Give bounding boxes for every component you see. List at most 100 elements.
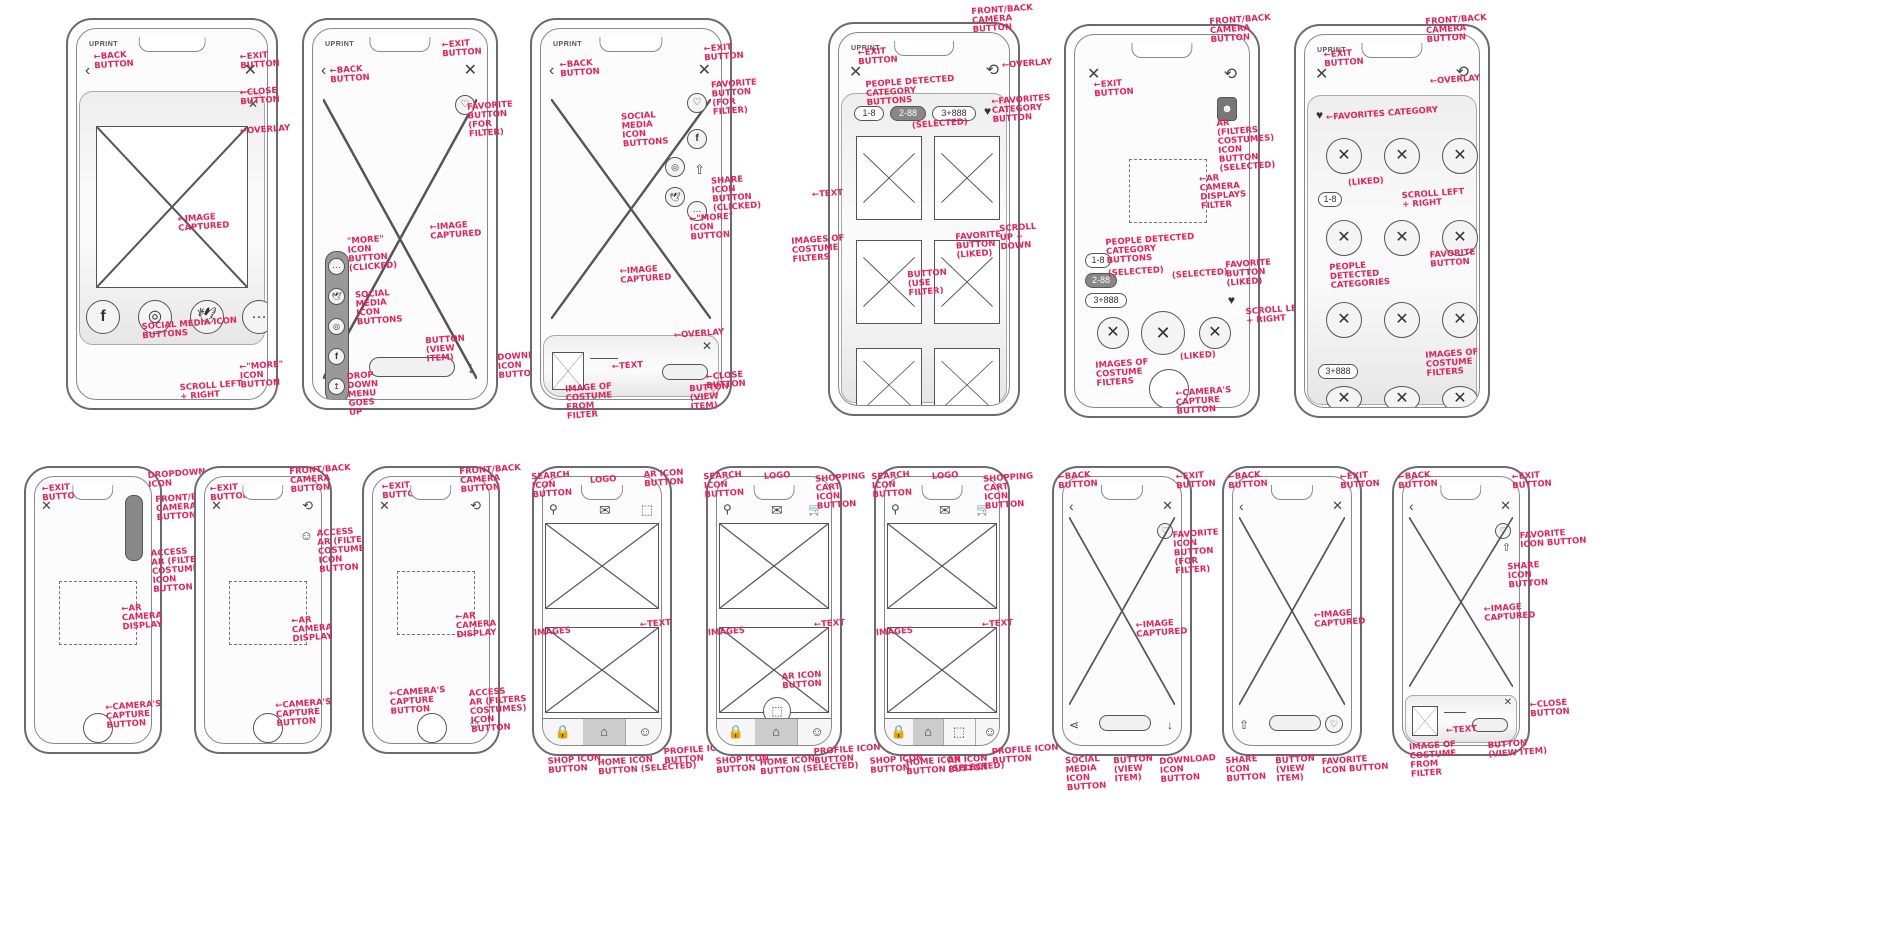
facebook-icon[interactable]: f xyxy=(328,348,345,365)
favorites-category-icon[interactable]: ♥ xyxy=(1316,108,1324,122)
close-icon[interactable]: ✕ xyxy=(1315,66,1329,83)
back-arrow-icon[interactable]: ‹ xyxy=(85,62,91,79)
close-icon[interactable]: ✕ xyxy=(1500,498,1511,513)
category-button-3[interactable]: 3+888 xyxy=(1318,364,1358,379)
twitter-icon-button[interactable]: 🕊 xyxy=(190,300,224,334)
costume-filter-option[interactable]: ✕ xyxy=(1442,138,1478,174)
close-icon[interactable]: ✕ xyxy=(1332,498,1343,513)
front-back-camera-icon[interactable]: ⟲ xyxy=(470,498,481,513)
more-dots-icon-button[interactable]: … xyxy=(242,300,267,334)
costume-filter-option[interactable]: ✕ xyxy=(1442,220,1478,256)
category-button-2-selected[interactable]: 2-88 xyxy=(890,106,926,121)
social-dropdown-menu[interactable]: … 🕊 ◎ f ↥ xyxy=(325,251,349,399)
close-icon[interactable]: ✕ xyxy=(247,97,258,111)
home-icon-selected[interactable]: ⌂ xyxy=(755,719,798,745)
close-icon[interactable]: ✕ xyxy=(379,498,390,513)
heart-icon-button[interactable]: ♡ xyxy=(455,95,475,115)
heart-icon-button[interactable]: ♡ xyxy=(1325,715,1343,733)
front-back-camera-icon[interactable]: ⟲ xyxy=(985,62,999,79)
costume-filter-option[interactable]: ✕ xyxy=(1326,302,1362,338)
home-icon-selected[interactable]: ⌂ xyxy=(913,719,944,745)
more-dots-icon-button[interactable]: … xyxy=(687,201,707,221)
category-button-2-selected[interactable]: 2-88 xyxy=(1085,273,1117,288)
ar-cube-icon[interactable]: ⬚ xyxy=(943,719,976,745)
costume-filter-option[interactable]: ✕ xyxy=(1326,138,1362,174)
costume-mask-icon[interactable]: ☺ xyxy=(467,716,481,731)
search-icon[interactable]: ⚲ xyxy=(723,502,732,516)
camera-capture-button[interactable] xyxy=(253,713,283,743)
costume-filter-tile[interactable] xyxy=(856,348,922,405)
back-arrow-icon[interactable]: ‹ xyxy=(549,62,555,79)
dropdown-menu[interactable] xyxy=(125,495,143,561)
heart-icon-button[interactable]: ♡ xyxy=(687,93,707,113)
download-arrow-icon[interactable]: ↓ xyxy=(467,360,475,377)
costume-mask-icon[interactable]: ☺ xyxy=(299,528,313,543)
close-icon[interactable]: ✕ xyxy=(211,498,222,513)
share-icon[interactable]: ⇧ xyxy=(1239,718,1250,732)
category-button-1[interactable]: 1-8 xyxy=(854,106,884,121)
back-arrow-icon[interactable]: ‹ xyxy=(321,62,327,79)
camera-capture-button[interactable] xyxy=(1149,369,1189,407)
view-item-button[interactable] xyxy=(1472,718,1508,732)
back-arrow-icon[interactable]: ‹ xyxy=(1409,498,1414,514)
share-icon[interactable]: ⋖ xyxy=(1069,718,1080,732)
shop-cart-icon[interactable]: 🛒 xyxy=(976,502,991,516)
costume-filter-option[interactable]: ✕ xyxy=(1384,220,1420,256)
share-icon[interactable]: ⇧ xyxy=(694,162,705,177)
shop-bag-icon[interactable]: 🔒 xyxy=(885,719,914,745)
shop-bag-icon[interactable]: 🔒 xyxy=(717,719,756,745)
search-icon[interactable]: ⚲ xyxy=(891,502,900,516)
category-button-1[interactable]: 1-8 xyxy=(1085,253,1111,268)
close-icon[interactable]: ✕ xyxy=(463,62,477,79)
costume-filter-option[interactable]: ✕ xyxy=(1326,220,1362,256)
shop-cart-icon[interactable]: 🛒 xyxy=(808,502,823,516)
costume-filter-tile[interactable] xyxy=(856,136,922,220)
costume-filter-option[interactable]: ✕ xyxy=(1326,386,1362,407)
download-arrow-icon[interactable]: ↓ xyxy=(1167,718,1173,732)
home-icon-selected[interactable]: ⌂ xyxy=(583,719,626,745)
costume-filter-option[interactable]: ✕ xyxy=(1384,386,1420,407)
camera-capture-button[interactable] xyxy=(83,713,113,743)
close-icon[interactable]: ✕ xyxy=(849,64,863,81)
view-item-button[interactable] xyxy=(1269,715,1321,731)
close-icon[interactable]: ✕ xyxy=(1162,498,1173,513)
costume-filter-option[interactable]: ✕ xyxy=(1442,386,1478,407)
costume-filter-option[interactable]: ✕ xyxy=(1442,302,1478,338)
category-button-3[interactable]: 3+888 xyxy=(932,106,976,121)
costume-filter-option[interactable]: ✕ xyxy=(1199,317,1231,349)
favorites-category-icon[interactable]: ♥ xyxy=(1227,293,1235,307)
back-arrow-icon[interactable]: ‹ xyxy=(1069,498,1074,514)
close-icon[interactable]: ✕ xyxy=(1503,697,1512,708)
close-icon[interactable]: ✕ xyxy=(41,498,52,513)
close-icon[interactable]: ✕ xyxy=(701,339,712,353)
profile-icon[interactable]: ☺ xyxy=(810,724,824,739)
share-icon[interactable]: ↥ xyxy=(328,378,345,395)
twitter-icon[interactable]: 🕊 xyxy=(328,288,345,305)
category-button-1[interactable]: 1-8 xyxy=(1318,192,1342,207)
favorites-category-icon[interactable]: ♥ xyxy=(984,104,992,118)
instagram-icon-button[interactable]: ◎ xyxy=(665,157,685,177)
close-icon[interactable]: ✕ xyxy=(243,62,257,79)
facebook-icon-button[interactable]: f xyxy=(687,129,707,149)
instagram-icon[interactable]: ◎ xyxy=(328,318,345,335)
costume-filter-option[interactable]: ✕ xyxy=(1384,302,1420,338)
share-icon[interactable]: ⇧ xyxy=(1501,542,1511,554)
costume-filter-option[interactable]: ✕ xyxy=(1097,317,1129,349)
profile-icon[interactable]: ☺ xyxy=(983,724,997,739)
view-item-button[interactable] xyxy=(1099,715,1151,731)
ar-cube-icon[interactable]: ⬚ xyxy=(640,502,653,517)
costume-filter-option-selected[interactable]: ✕ xyxy=(1141,311,1185,355)
costume-filter-tile[interactable] xyxy=(856,240,922,324)
more-dots-icon[interactable]: … xyxy=(328,258,345,275)
back-arrow-icon[interactable]: ‹ xyxy=(1239,498,1244,514)
close-icon[interactable]: ✕ xyxy=(697,62,711,79)
costume-filter-option[interactable]: ✕ xyxy=(1384,138,1420,174)
costume-filter-tile[interactable] xyxy=(934,348,1000,405)
facebook-icon-button[interactable]: f xyxy=(86,300,120,334)
front-back-camera-icon[interactable]: ⟲ xyxy=(1223,66,1237,83)
twitter-icon-button[interactable]: 🕊 xyxy=(665,187,685,207)
category-button-3[interactable]: 3+888 xyxy=(1085,293,1127,308)
camera-capture-button[interactable] xyxy=(417,713,447,743)
shop-bag-icon[interactable]: 🔒 xyxy=(543,719,584,745)
front-back-camera-icon[interactable]: ⟲ xyxy=(1455,64,1469,81)
